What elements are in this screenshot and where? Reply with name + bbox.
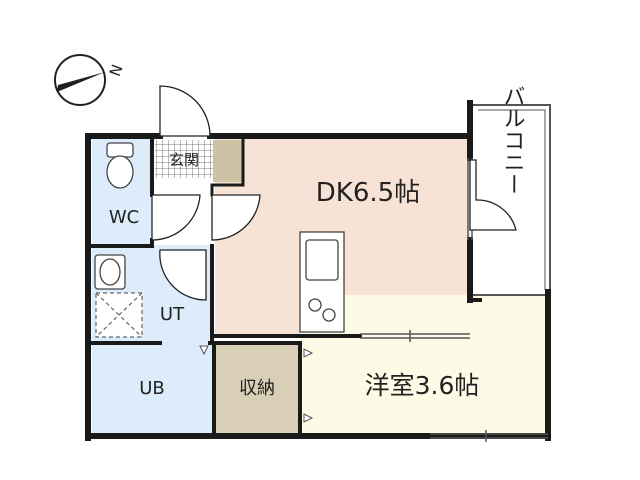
sink-icon [305, 239, 339, 281]
balcony-label: バルコニー [500, 85, 525, 195]
washbasin-icon [94, 254, 126, 290]
ut-label: UT [160, 304, 185, 325]
toilet-icon [106, 142, 134, 189]
walls [85, 100, 551, 441]
entrance-tile-floor [155, 140, 213, 178]
dk-door-icon [211, 194, 261, 241]
balcony [470, 104, 551, 296]
wc-door-icon [151, 194, 201, 241]
door-swing-marks [199, 345, 314, 423]
compass-circle [54, 54, 106, 106]
balcony-floor [476, 105, 548, 293]
western-room-label: 洋室3.6帖 [365, 371, 480, 400]
washing-machine-space-icon [95, 292, 143, 338]
ut-door-icon [159, 249, 207, 301]
ub-label: UB [139, 378, 165, 399]
dk-label: DK6.5帖 [316, 178, 420, 208]
compass-north-label: N [106, 62, 127, 79]
storage-floor [215, 343, 301, 435]
entrance-step [213, 140, 243, 182]
compass: N [54, 54, 127, 106]
stove-burner-icon [308, 298, 322, 312]
balcony-door-icon [469, 159, 517, 231]
kitchen-icon [299, 231, 345, 333]
compass-needle-icon [57, 72, 105, 92]
storage-label: 収納 [239, 378, 275, 399]
stove-burner-icon [322, 308, 336, 322]
wc-label: WC [109, 207, 139, 228]
ub-floor [92, 343, 214, 435]
doors [151, 85, 517, 301]
entrance-label: 玄関 [169, 151, 199, 169]
entrance-door-icon [159, 85, 211, 137]
windows [360, 158, 548, 442]
